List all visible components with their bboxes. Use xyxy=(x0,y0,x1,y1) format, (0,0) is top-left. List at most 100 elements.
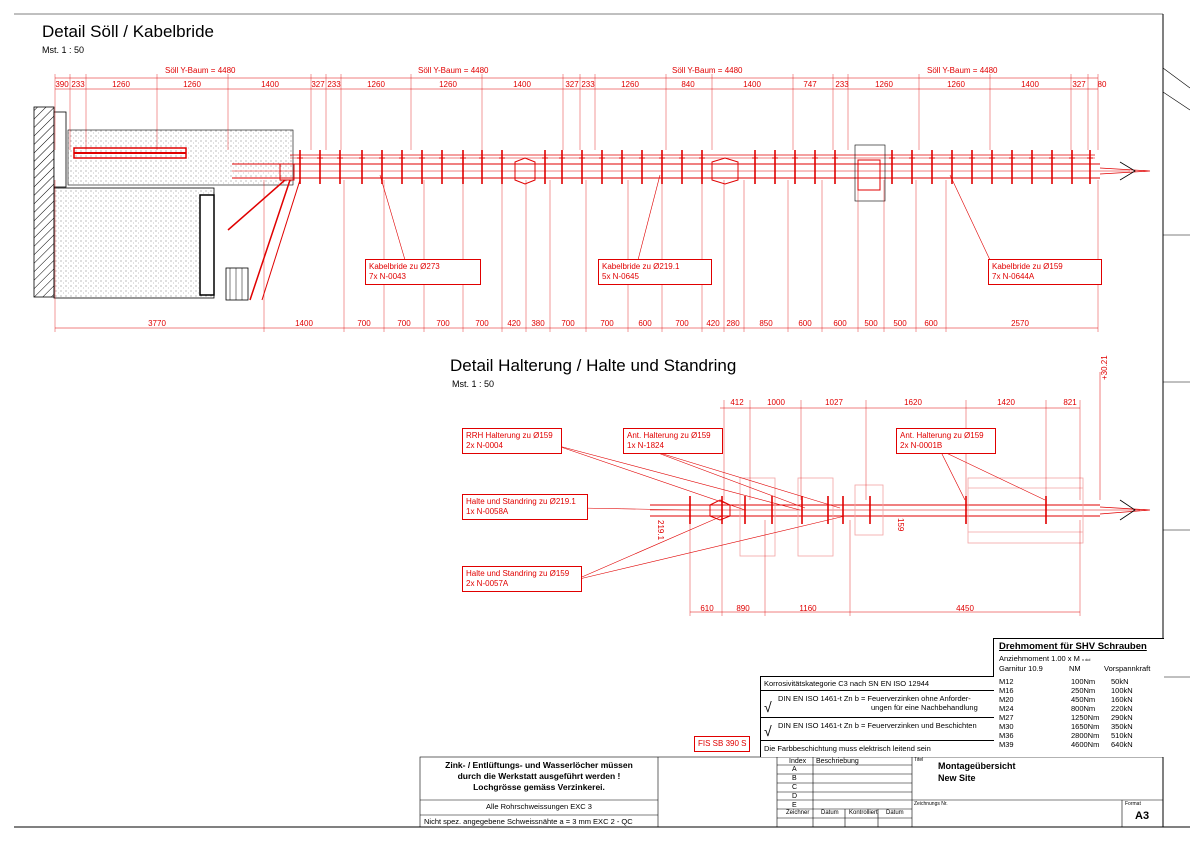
detail1-scale: Mst. 1 : 50 xyxy=(42,45,85,55)
dim2-bottom-0: 610 xyxy=(700,604,714,613)
callout-rrh-halterung: RRH Halterung zu Ø159 2x N-0004 xyxy=(462,428,562,454)
detail2-scale: Mst. 1 : 50 xyxy=(452,379,495,389)
dim2-top-2: 1027 xyxy=(825,398,843,407)
corrosion-note: Die Farbbeschichtung muss elektrisch lei… xyxy=(764,744,931,753)
dim2-top-5: 821 xyxy=(1063,398,1077,407)
revision-index-B: B xyxy=(792,775,797,782)
dim-top-8: 1260 xyxy=(439,80,457,89)
torque-sub1: Anziehmoment 1.00 x M xyxy=(999,654,1080,663)
revision-footer-datum-2: Datum xyxy=(886,810,904,816)
dim2-top-3: 1620 xyxy=(904,398,922,407)
dim2-top-1: 1000 xyxy=(767,398,785,407)
dim-top-15: 747 xyxy=(803,80,817,89)
dim2-bottom-1: 890 xyxy=(736,604,750,613)
dim-top-20: 327 xyxy=(1072,80,1086,89)
dim-top-7: 1260 xyxy=(367,80,385,89)
format-value: A3 xyxy=(1135,810,1150,822)
revision-col-index: Index xyxy=(789,758,807,765)
corrosion-option-2: √ DIN EN ISO 1461-t Zn b = Feuerverzinke… xyxy=(761,718,994,741)
revision-index-D: D xyxy=(792,793,798,800)
drawing-subtitle: New Site xyxy=(938,773,976,783)
revision-col-desc: Beschriebung xyxy=(816,758,859,765)
callout-standring-159: Halte und Standring zu Ø159 2x N-0057A xyxy=(462,566,582,592)
boom-label-4: Söll Y-Baum = 4480 xyxy=(927,66,998,75)
dim-bottom-2: 700 xyxy=(357,319,371,328)
dim-bottom-14: 850 xyxy=(759,319,773,328)
weld-note-1: Alle Rohrschweissungen EXC 3 xyxy=(486,802,592,811)
dim-top-3: 1260 xyxy=(183,80,201,89)
dim2-bottom-3: 4450 xyxy=(956,604,974,613)
dim-top-1: 233 xyxy=(71,80,85,89)
dim-bottom-13: 280 xyxy=(726,319,740,328)
dim-top-4: 1400 xyxy=(261,80,279,89)
revision-footer-kontrolliert: Kontrolliert xyxy=(849,810,878,816)
drawing-title: Montageübersicht xyxy=(938,761,1016,771)
title-block-grid xyxy=(419,756,1164,828)
dim2-bottom-2: 1160 xyxy=(799,604,817,613)
dim-bottom-12: 420 xyxy=(706,319,720,328)
pipe-dia-159: 159 xyxy=(896,518,905,532)
callout-ant-halterung-0001b: Ant. Halterung zu Ø159 2x N-0001B xyxy=(896,428,996,454)
dim2-top-4: 1420 xyxy=(997,398,1015,407)
dim-top-11: 233 xyxy=(581,80,595,89)
dim-top-13: 840 xyxy=(681,80,695,89)
detail2-side-dim: +30.21 xyxy=(1100,355,1109,380)
dim-top-5: 327 xyxy=(311,80,325,89)
dim-bottom-7: 380 xyxy=(531,319,545,328)
torque-table: Drehmoment für SHV Schrauben Anziehmomen… xyxy=(993,638,1164,757)
dim-bottom-3: 700 xyxy=(397,319,411,328)
dim-bottom-8: 700 xyxy=(561,319,575,328)
detail2-title: Detail Halterung / Halte und Standring xyxy=(450,356,737,375)
dim-bottom-10: 600 xyxy=(638,319,652,328)
format-label: Format xyxy=(1125,801,1141,807)
boom-label-3: Söll Y-Baum = 4480 xyxy=(672,66,743,75)
dim-top-12: 1260 xyxy=(621,80,639,89)
weld-note-2: Nicht spez. angegebene Schweissnähte a =… xyxy=(424,817,633,826)
revision-index-E: E xyxy=(792,802,797,809)
dim-top-14: 1400 xyxy=(743,80,761,89)
dim-bottom-0: 3770 xyxy=(148,319,166,328)
dim-top-0: 390 xyxy=(55,80,69,89)
titel-label: Titel xyxy=(914,757,924,763)
detail2-boom xyxy=(650,477,1151,557)
callout-kabelbride-273: Kabelbride zu Ø273 7x N-0043 xyxy=(365,259,481,285)
boom-label-2: Söll Y-Baum = 4480 xyxy=(418,66,489,75)
dim-top-19: 1400 xyxy=(1021,80,1039,89)
torque-sub1-suffix: x dol xyxy=(1081,657,1091,662)
dim-top-21: 80 xyxy=(1098,80,1107,89)
detail1-title: Detail Söll / Kabelbride xyxy=(42,22,214,41)
revision-index-A: A xyxy=(792,766,797,773)
dim-top-9: 1400 xyxy=(513,80,531,89)
check-icon-2: √ xyxy=(764,723,772,739)
corrosion-title: Korrosivitätskategorie C3 nach SN EN ISO… xyxy=(761,677,994,691)
detail2-dim-lines xyxy=(690,372,1101,613)
torque-sub2: Garnitur 10.9 xyxy=(999,664,1043,673)
callout-ant-halterung-1824: Ant. Halterung zu Ø159 1x N-1824 xyxy=(623,428,723,454)
workshop-note: Zink- / Entlüftungs- und Wasserlöcher mü… xyxy=(445,760,633,792)
callout-kabelbride-219: Kabelbride zu Ø219.1 5x N-0645 xyxy=(598,259,712,285)
dim-top-2: 1260 xyxy=(112,80,130,89)
dim-bottom-15: 600 xyxy=(798,319,812,328)
detail2-leaders xyxy=(554,444,1046,581)
dim2-top-0: 412 xyxy=(730,398,744,407)
drawing-no-label: Zeichnungs Nr. xyxy=(914,801,948,807)
revision-index-C: C xyxy=(792,784,798,791)
dim-bottom-20: 2570 xyxy=(1011,319,1029,328)
check-icon-1: √ xyxy=(764,699,772,715)
dim-top-16: 233 xyxy=(835,80,849,89)
detail2-top-dimensions: 412 1000 1027 1620 1420 821 xyxy=(723,398,1081,500)
corrosion-option-1: √ DIN EN ISO 1461-t Zn b = Feuerverzinke… xyxy=(761,691,994,718)
dim-bottom-4: 700 xyxy=(436,319,450,328)
dim-top-17: 1260 xyxy=(875,80,893,89)
dim-bottom-6: 420 xyxy=(507,319,521,328)
callout-standring-219: Halte und Standring zu Ø219.1 1x N-0058A xyxy=(462,494,588,520)
